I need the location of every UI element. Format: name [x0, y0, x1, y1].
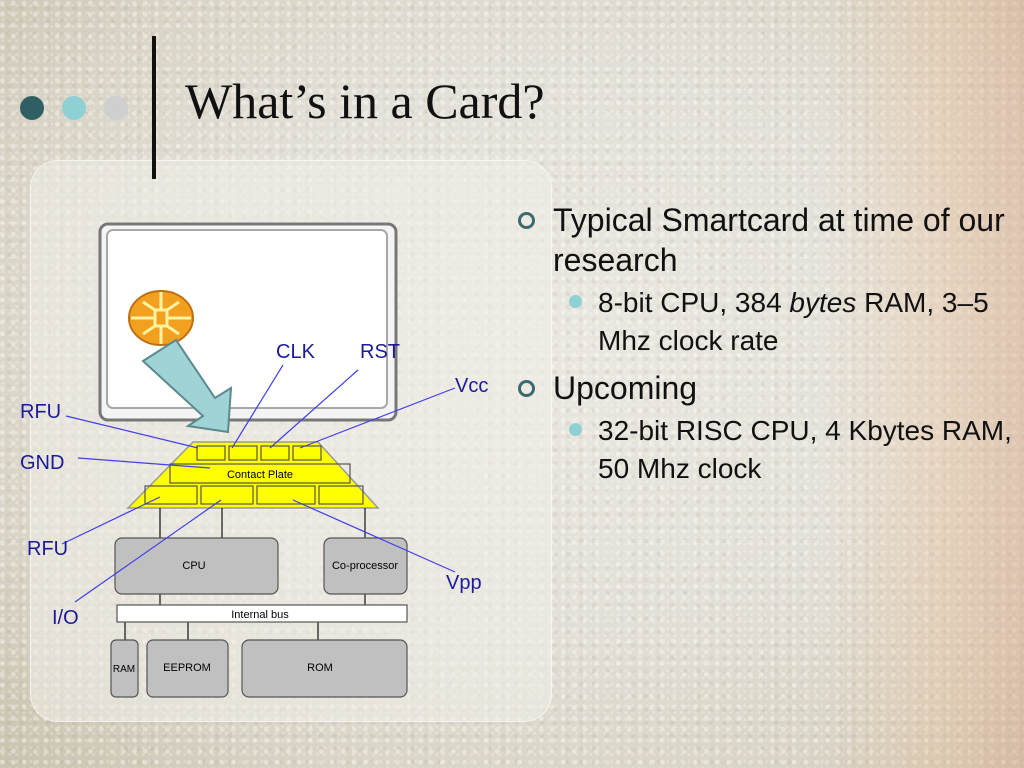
- bullet-upcoming: Upcoming: [513, 368, 1013, 408]
- pin-label-io: I/O: [52, 607, 79, 629]
- nav-dot-gray: [104, 96, 128, 120]
- pin-label-gnd: GND: [20, 452, 64, 474]
- cpu-label: CPU: [182, 560, 205, 572]
- hollow-bullet-icon: [518, 212, 535, 229]
- contact-pad: [318, 485, 364, 505]
- nav-dot-teal: [62, 96, 86, 120]
- bullet-text: Typical Smartcard at time of our researc…: [553, 202, 1005, 278]
- rom-label: ROM: [307, 662, 333, 674]
- pointer-rfu-bottom: [61, 496, 161, 545]
- internal-bus: [116, 604, 408, 623]
- sub-bullet-text-post: RAM, 3–5 Mhz clock rate: [598, 287, 989, 356]
- pointer-rfu-top: [65, 415, 199, 449]
- pointer-vpp: [292, 499, 456, 573]
- pin-label-rfu-top: RFU: [20, 401, 61, 423]
- pointer-rst: [269, 369, 359, 449]
- title-divider: [152, 36, 156, 179]
- ram-label: RAM: [113, 664, 135, 675]
- pin-label-rfu-bottom: RFU: [27, 538, 68, 560]
- pin-label-rst: RST: [360, 341, 400, 363]
- pin-label-clk: CLK: [276, 341, 316, 363]
- internal-bus-label: Internal bus: [231, 609, 289, 621]
- contact-pad: [144, 485, 198, 505]
- nav-dot-dark: [20, 96, 44, 120]
- pin-pointer-lines: [61, 364, 456, 603]
- contact-pads: [144, 445, 364, 505]
- eeprom-block: [146, 639, 229, 698]
- cpu-block: [114, 537, 279, 595]
- bullet-smartcard: Typical Smartcard at time of our researc…: [513, 200, 1013, 280]
- sub-bullet-upcoming-specs: 32-bit RISC CPU, 4 Kbytes RAM, 50 Mhz cl…: [513, 412, 1013, 488]
- pointer-io: [74, 499, 222, 603]
- bullet-list: Typical Smartcard at time of our researc…: [513, 200, 1013, 496]
- sub-bullet-current-specs: 8-bit CPU, 384 bytes RAM, 3–5 Mhz clock …: [513, 284, 1013, 360]
- sub-bullet-text-emphasis: bytes: [789, 287, 857, 318]
- contact-pad: [169, 463, 351, 484]
- pointer-vcc: [299, 387, 456, 449]
- hollow-bullet-icon: [518, 380, 535, 397]
- zoom-arrow-icon: [141, 338, 233, 434]
- contact-pad: [228, 445, 258, 461]
- sub-bullet-text-pre: 8-bit CPU, 384: [598, 287, 790, 318]
- background-warm-edge: [824, 0, 1024, 768]
- contact-pad: [256, 485, 316, 505]
- contact-pad: [200, 485, 254, 505]
- connector-lines: [124, 508, 366, 640]
- slide-title: What’s in a Card?: [185, 73, 545, 129]
- coprocessor-block: [323, 537, 408, 595]
- contact-pad: [292, 445, 322, 461]
- pointer-clk: [231, 364, 284, 449]
- eeprom-label: EEPROM: [163, 662, 211, 674]
- pointer-gnd: [77, 457, 211, 469]
- contact-pad: [260, 445, 290, 461]
- bullet-text: Upcoming: [553, 370, 698, 406]
- pin-label-vcc: Vcc: [455, 375, 488, 397]
- sub-bullet-text: 32-bit RISC CPU, 4 Kbytes RAM, 50 Mhz cl…: [598, 415, 1012, 484]
- rom-block: [241, 639, 408, 698]
- pin-labels: CLK RST Vcc RFU GND RFU Vpp I/O: [20, 341, 488, 629]
- chip-icon: [128, 290, 194, 346]
- dot-bullet-icon: [569, 423, 582, 436]
- ram-block: [110, 639, 139, 698]
- pin-label-vpp: Vpp: [446, 572, 482, 594]
- contact-pad: [196, 445, 226, 461]
- contact-plate-label: Contact Plate: [227, 469, 293, 481]
- dot-bullet-icon: [569, 295, 582, 308]
- coprocessor-label: Co-processor: [332, 560, 398, 572]
